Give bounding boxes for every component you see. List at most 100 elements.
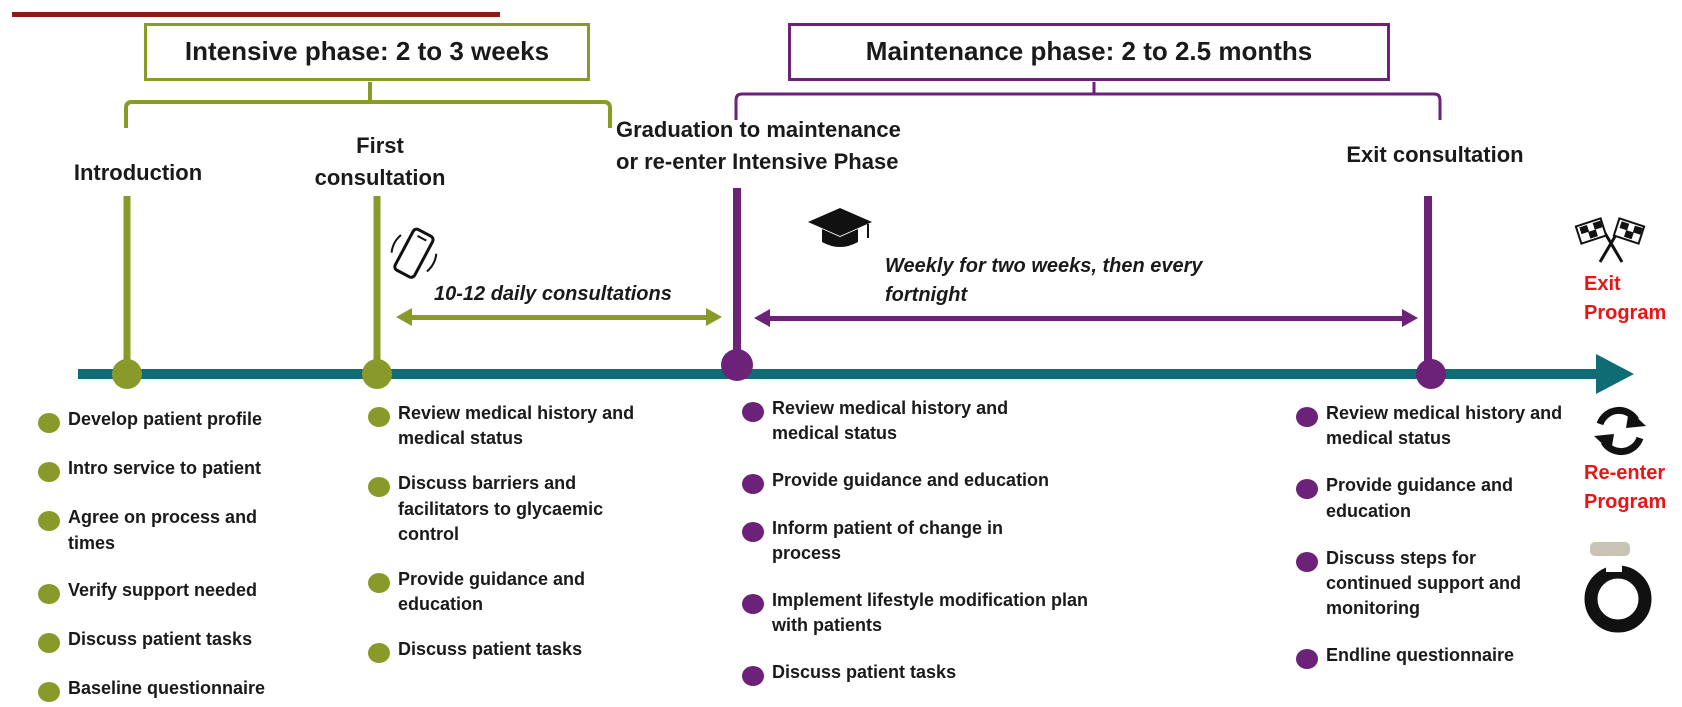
maintenance-phase-label: Maintenance phase: 2 to 2.5 months [865,36,1313,66]
list-item: Provide guidance and education [1294,473,1564,523]
first-consultation-line2: consultation [314,164,446,190]
bullet-dot [38,583,60,604]
first-consultation-line1: First [356,133,404,158]
list-item-text: Agree on process and times [68,507,258,553]
list-item: Review medical history and medical statu… [740,396,1072,446]
list-item-text: Discuss steps for continued support and … [1326,547,1521,619]
bullet-dot [742,402,764,422]
first-consultation-tasks-list: Review medical history and medical statu… [366,401,638,664]
top-rule [12,12,500,17]
list-item: Discuss patient tasks [740,660,1100,687]
list-item: Endline questionnaire [1294,643,1564,670]
timeline-axis [78,369,1600,379]
bullet-dot [38,511,60,532]
list-item-text: Discuss patient tasks [772,662,957,683]
introduction-tasks-list: Develop patient profile Intro service to… [36,407,308,703]
exit-program-line1: Exit [1584,273,1621,295]
list-item: Discuss patient tasks [366,637,636,664]
first-consultation-marker [362,359,392,389]
bullet-dot [742,666,764,687]
graduation-marker [721,349,753,381]
graduation-line2: or re-enter Intensive Phase [616,148,899,174]
exit-program-line2: Program [1584,302,1667,324]
list-item-text: Endline questionnaire [1326,645,1515,666]
bullet-dot [1296,479,1318,500]
exit-consultation-label: Exit consultation [1330,139,1540,171]
introduction-label: Introduction [58,157,218,189]
bullet-dot [368,477,390,498]
intensive-phase-label: Intensive phase: 2 to 3 weeks [184,36,550,66]
list-item: Develop patient profile [36,407,306,433]
list-item-text: Discuss patient tasks [68,628,253,649]
bullet-dot [742,593,764,614]
list-item-text: Provide guidance and education [1326,475,1514,521]
list-item-text: Review medical history and medical statu… [398,403,635,449]
bullet-dot [38,682,60,703]
list-item-text: Inform patient of change in process [772,517,1004,563]
list-item-text: Review medical history and medical statu… [1326,403,1563,449]
bullet-dot [742,474,764,495]
timeline-arrowhead [1596,354,1634,394]
list-item-text: Baseline questionnaire [68,678,266,699]
introduction-marker [112,359,142,389]
list-item: Baseline questionnaire [36,676,306,703]
reenter-program-line2: Program [1584,491,1667,513]
graduation-line1: Graduation to maintenance [616,117,901,142]
list-item-text: Provide guidance and education [772,470,1050,491]
list-item-text: Implement lifestyle modification plan wi… [772,589,1089,636]
bullet-dot [1296,649,1318,670]
bullet-dot [38,462,60,483]
exit-consultation-text: Exit consultation [1346,142,1524,167]
bullet-dot [1296,551,1318,572]
list-item: Discuss steps for continued support and … [1294,546,1564,622]
exit-program-label: Exit Program [1584,270,1666,328]
list-item: Discuss barriers and facilitators to gly… [366,471,636,547]
refresh-icon [1594,406,1646,456]
maintenance-bracket [734,82,1442,120]
list-item-text: Intro service to patient [68,458,262,479]
bullet-dot [1296,407,1318,427]
bullet-dot [368,643,390,664]
list-item: Provide guidance and education [740,468,1100,495]
maintenance-interval-arrow [754,309,1418,327]
list-item: Inform patient of change in process [740,516,1072,566]
reenter-program-label: Re-enter Program [1584,459,1666,517]
introduction-text: Introduction [73,160,203,185]
maintenance-phase-box: Maintenance phase: 2 to 2.5 months [788,23,1390,81]
intensive-bracket [124,82,612,128]
phone-icon [390,227,438,279]
list-item: Review medical history and medical statu… [1294,401,1564,451]
bullet-dot [368,572,390,593]
list-item: Review medical history and medical statu… [366,401,636,451]
list-item-text: Discuss patient tasks [398,639,583,660]
list-item: Discuss patient tasks [36,627,306,653]
exit-consultation-marker [1416,359,1446,389]
graduation-label: Graduation to maintenance or re-enter In… [616,114,946,178]
circle-brush-icon [1584,542,1652,633]
maintenance-frequency-line1: Weekly for two weeks, then every [885,255,1203,277]
maintenance-frequency-line2: fortnight [885,284,968,306]
list-item-text: Provide guidance and education [398,568,586,615]
list-item-text: Develop patient profile [68,409,263,429]
bullet-dot [38,413,60,433]
checkered-flags-icon [1574,217,1646,263]
list-item: Intro service to patient [36,456,306,483]
list-item: Agree on process and times [36,505,308,555]
bullet-dot [38,632,60,653]
first-consultation-label: First consultation [290,130,470,194]
list-item-text: Review medical history and medical statu… [772,398,1009,444]
intensive-interval-arrow [396,308,722,326]
bullet-dot [742,521,764,542]
bullet-dot [368,407,390,427]
list-item: Verify support needed [36,578,306,604]
graduation-cap-icon [808,208,872,247]
intensive-phase-box: Intensive phase: 2 to 3 weeks [144,23,590,81]
graduation-tasks-list: Review medical history and medical statu… [740,396,1100,687]
list-item-text: Discuss barriers and facilitators to gly… [398,473,604,544]
intensive-frequency-label: 10-12 daily consultations [434,280,724,309]
list-item: Provide guidance and education [366,567,638,617]
exit-consultation-tasks-list: Review medical history and medical statu… [1294,401,1564,670]
maintenance-frequency-label: Weekly for two weeks, then every fortnig… [885,252,1285,310]
